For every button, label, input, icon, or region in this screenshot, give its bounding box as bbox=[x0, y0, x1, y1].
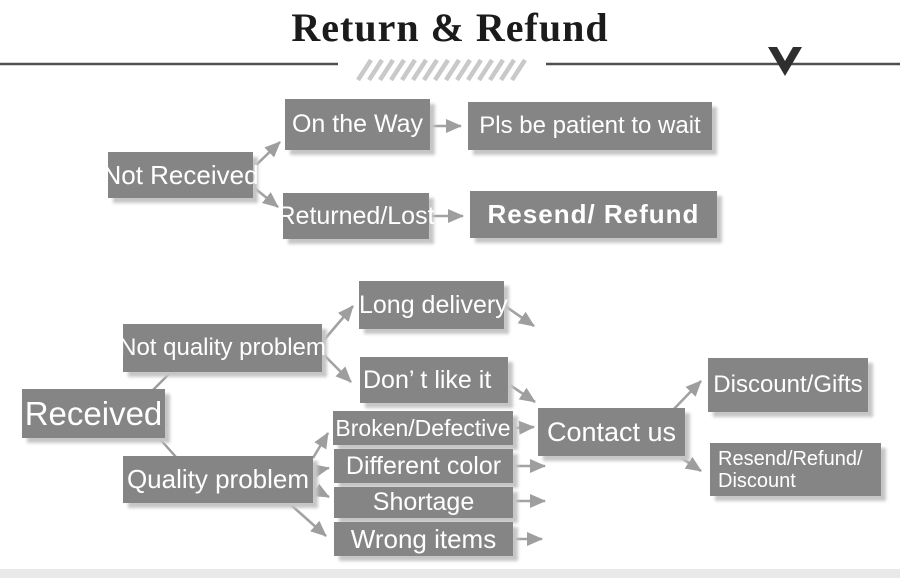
node-returned-lost: Returned/Lost bbox=[277, 193, 435, 239]
node-pls-be-patient: Pls be patient to wait bbox=[468, 102, 712, 150]
node-long-delivery: Long delivery bbox=[359, 281, 508, 329]
arrow-connectors bbox=[251, 119, 702, 546]
node-dont-like-it: Don’ t like it bbox=[360, 357, 508, 403]
node-different-color: Different color bbox=[334, 449, 513, 483]
node-resend-refund-discount: Resend/Refund/ Discount bbox=[710, 443, 881, 496]
node-on-the-way: On the Way bbox=[285, 99, 430, 150]
node-shortage: Shortage bbox=[334, 487, 513, 518]
node-not-quality-problem: Not quality problem bbox=[119, 324, 326, 372]
node-resend-refund-discount-line2: Discount bbox=[718, 469, 796, 492]
node-not-received: Not Received bbox=[102, 152, 259, 198]
node-quality-problem: Quality problem bbox=[123, 456, 313, 503]
chevron-down-icon bbox=[768, 47, 802, 76]
node-discount-gifts: Discount/Gifts bbox=[708, 358, 868, 412]
page-title: Return & Refund bbox=[291, 5, 609, 50]
node-resend-refund-discount-line1: Resend/Refund/ bbox=[718, 447, 863, 470]
bottom-strip bbox=[0, 569, 900, 578]
hatch-decoration bbox=[356, 58, 527, 82]
node-wrong-items: Wrong items bbox=[334, 522, 513, 556]
node-contact-us: Contact us bbox=[538, 408, 685, 456]
fork-lines bbox=[151, 373, 177, 458]
node-resend-refund: Resend/ Refund bbox=[470, 191, 717, 238]
node-broken-defective: Broken/Defective bbox=[333, 411, 513, 445]
node-received: Received bbox=[22, 389, 165, 438]
